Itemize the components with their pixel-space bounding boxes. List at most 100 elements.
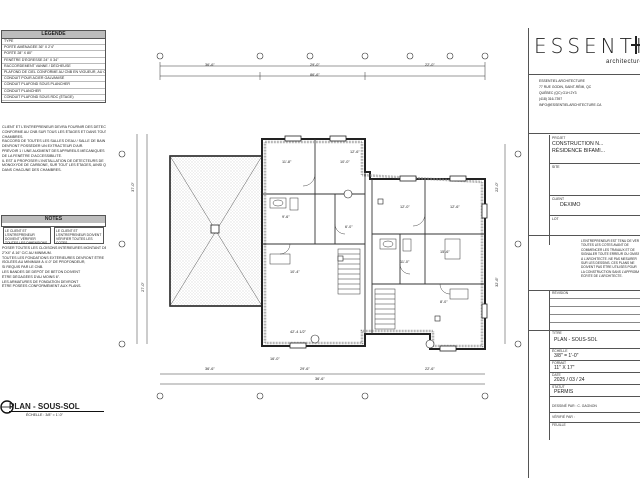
bath-fixtures xyxy=(269,197,469,300)
office-line: INFO@ESSENTIELARCHITECTURE.CA xyxy=(539,103,602,107)
dim-right-2: 32'-6" xyxy=(494,277,499,287)
project-name-2: RÉSIDENCE BIFAMI... xyxy=(552,148,606,154)
room-dim-7: 8'-0" xyxy=(440,300,448,304)
sheet-title: PLAN - SOUS-SOL xyxy=(554,337,598,343)
legend-item: PLAFOND DE CIEL CONFORME AU CNB EN VIGUE… xyxy=(2,70,105,77)
status-value: PERMIS xyxy=(554,389,574,395)
note-line: SI REQUIS PAR LE CNB. xyxy=(2,265,44,270)
title-note-line: ÉCRITE DE L'ARCHITECTE. xyxy=(581,274,623,279)
note-line: RACCORD DE TOUTES LES SALLES D'EAU / SAL… xyxy=(2,139,106,144)
title-block: ESSENTI architecture ESSENTIEL ARCHITECT… xyxy=(528,28,640,478)
stair-left xyxy=(337,248,361,295)
title-note-line: TOUTES LES COTES AVANT DE xyxy=(581,243,629,248)
note-line: 2"X4" À 16" C/C AU MINIMUM. xyxy=(2,250,52,255)
room-dim-6: 11'-0" xyxy=(400,260,410,264)
note-line: LES BANDES DE DÉPÔT DE BÉTON DOIVENT xyxy=(2,269,81,274)
dimension-lines xyxy=(136,62,506,385)
column-markers xyxy=(337,198,441,322)
dim-bottom-3: 22'-6" xyxy=(425,367,435,371)
note-line: TOUTES LES FONDATIONS EXTÉRIEURES DEVRON… xyxy=(2,255,105,260)
notes-box-b: LE CLIENT ET L'ENTREPRENEUR DOIVENT VÉRI… xyxy=(54,227,104,245)
office-line: QUÉBEC (QC) G1H 2Y3 xyxy=(539,91,577,95)
dim-bottom-total: 36'-6" xyxy=(315,377,325,381)
legend-item: CONDUIT PLAFOND SOUS RDC (ÉTAGE) xyxy=(2,95,105,101)
dim-bottom-2: 29'-6" xyxy=(300,367,310,371)
note-line: CONFORME AU CNB SUR TOUS LES ÉTAGES ET D… xyxy=(2,129,106,134)
legend-item: FENÊTRE D'ÉGRESSE 24" X 34" xyxy=(2,58,105,64)
note-line: IL EST À PROPOSER L'INSTALLATION DE DÉTE… xyxy=(2,158,104,163)
notes-box-a-text: LE CLIENT ET L'ENTREPRENEUR DOIVENT VÉRI… xyxy=(5,229,48,245)
dim-bottom-4: 16'-0" xyxy=(270,357,280,361)
title-note-line: SIGNALER TOUTE ERREUR OU OMISSION xyxy=(581,252,639,257)
drawing-title: PLAN - SOUS-SOL xyxy=(9,402,80,411)
note-line: PRÉVOIR 1 / UNE AUGMENT DES APPAREILS MÉ… xyxy=(2,148,105,153)
note-line: ÊTRE DÉGAGÉES D'AU MOINS 6". xyxy=(2,274,61,279)
room-dim-1: 11'-8" xyxy=(282,160,292,164)
interior-walls xyxy=(262,139,485,334)
stair-right xyxy=(374,288,396,330)
drawing-scale: ÉCHELLE : 3/8" = 1'-0" xyxy=(26,413,63,417)
date-value: 2025 / 03 / 24 xyxy=(554,377,585,383)
date-label: DATE xyxy=(552,373,561,377)
legend-item: TYPE xyxy=(2,39,105,46)
notes-title: NOTES xyxy=(2,216,105,223)
title-underline xyxy=(9,411,104,412)
room-dim-12: 15'-6" xyxy=(440,250,450,254)
title-note-line: SUR LES DESSINS. CES PLANS NE xyxy=(581,261,635,266)
note-line: DANS CHACUNE DES CHAMBRES. xyxy=(2,168,62,173)
title-note-line: L'ENTREPRENEUR EST TENU DE VÉRIFIER xyxy=(581,239,639,243)
title-block-notes: L'ENTREPRENEUR EST TENU DE VÉRIFIERTOUTE… xyxy=(581,239,639,279)
room-dim-10: 42'-4 1/2" xyxy=(290,330,307,334)
logo: ESSENTI architecture xyxy=(534,30,640,72)
logo-main: ESSENTI xyxy=(534,34,640,58)
notes-box-b-text: LE CLIENT ET L'ENTREPRENEUR DOIVENT VÉRI… xyxy=(56,229,102,245)
lot-label: LOT xyxy=(552,217,559,221)
note-line: CHAMBRES. xyxy=(2,134,24,139)
project-name-1: CONSTRUCTION N... xyxy=(552,141,604,147)
title-note-line: À L'ARCHITECTE. NE PAS MESURER xyxy=(581,256,637,261)
wall-hatch xyxy=(263,140,484,348)
legend-item: PORTE AMÉNAGÉE 36" X 2'4" xyxy=(2,45,105,52)
note-line: ISOLÉES AU MINIMUM À 4'-0" DE PROFONDEUR… xyxy=(2,260,86,265)
scale-label: ÉCHELLE xyxy=(552,349,568,353)
dim-right-1: 22'-0" xyxy=(494,182,499,192)
sheet-info: TITRE PLAN - SOUS-SOL ÉCHELLE 3/8" = 1'-… xyxy=(549,330,640,440)
notes-lines: POSER TOUTES LES CLOISONS INTÉRIEURES MO… xyxy=(2,246,106,289)
note-line: CLIENT ET L'ENTREPRENEUR DEVRA FOURNIR D… xyxy=(2,125,106,129)
drain-box xyxy=(210,224,220,234)
project-section: PROJET CONSTRUCTION N... RÉSIDENCE BIFAM… xyxy=(549,135,640,245)
sheet-title-label: TITRE xyxy=(552,331,562,335)
section-markers xyxy=(310,189,435,349)
drawing-title-block: PLAN - SOUS-SOL ÉCHELLE : 3/8" = 1'-0" xyxy=(0,400,104,420)
site-label: SITE xyxy=(552,165,560,169)
room-dim-2: 10'-0" xyxy=(340,160,350,164)
sheet-no-label: FEUILLE xyxy=(552,423,566,427)
project-label: PROJET xyxy=(552,136,566,140)
windows xyxy=(284,135,488,352)
format-label: FORMAT xyxy=(552,361,567,365)
dim-left-1: 37'-0" xyxy=(130,182,135,192)
note-line: MONOXYDE DE CARBONE, SUR TOUT LES ÉTAGES… xyxy=(2,163,106,168)
title-note-line: LA CONSTRUCTION SANS L'APPROBATION xyxy=(581,269,639,274)
legend-item: PORTE 28" X 80" xyxy=(2,51,105,58)
dim-left-2: 27'-0" xyxy=(140,282,145,292)
note-line: LES ARMATURES DE FONDATION DEVRONT xyxy=(2,279,79,284)
logo-sub: architecture xyxy=(606,59,640,65)
legend-item: CONDUIT PLAFOND SOUS PLANCHER xyxy=(2,82,105,89)
dim-top-3: 22'-0" xyxy=(425,63,435,67)
legend-item: CONDUIT POUR ACIER GALVANISÉ xyxy=(2,76,105,83)
note-line: ÊTRE POSÉES CONFORMÉMENT AUX PLANS. xyxy=(2,284,82,289)
door-swings xyxy=(279,173,451,295)
note-line: DE LA FENÊTRE D'ACCESSIBILITÉ. xyxy=(2,153,62,158)
room-dim-8: 10'-4" xyxy=(290,270,300,274)
dim-top-total: 86'-6" xyxy=(310,73,320,77)
format-value: 11" X 17" xyxy=(554,365,575,371)
room-dim-5: 12'-6" xyxy=(450,205,460,209)
legend-item: CONDUIT PLANCHER xyxy=(2,89,105,95)
room-dim-4: 12'-0" xyxy=(400,205,410,209)
title-marker-icon xyxy=(0,400,14,414)
office-line: (418) 316-7397 xyxy=(539,97,563,101)
revision-section: RÉVISION xyxy=(549,290,640,330)
